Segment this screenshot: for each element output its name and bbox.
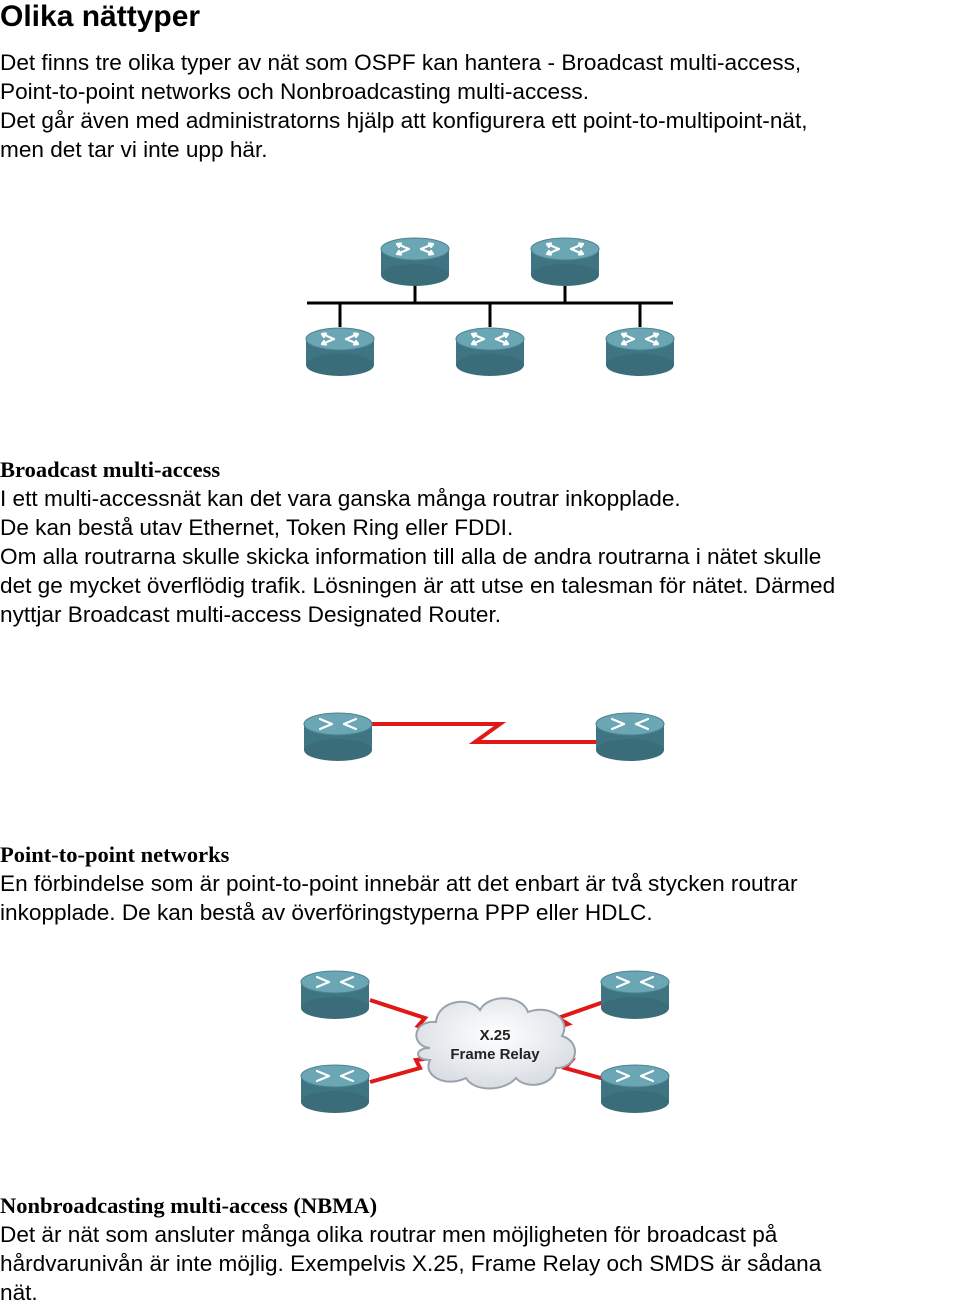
p2p-line: En förbindelse som är point-to-point inn… [0, 871, 798, 896]
intro-line: Det går även med administratorns hjälp a… [0, 108, 808, 133]
router-icon [529, 236, 601, 288]
intro-line: Det finns tre olika typer av nät som OSP… [0, 50, 802, 75]
broadcast-line: Om alla routrarna skulle skicka informat… [0, 544, 822, 569]
router-icon [454, 326, 526, 378]
broadcast-network-diagram [304, 236, 676, 378]
broadcast-heading: Broadcast multi-access [0, 457, 221, 482]
broadcast-line: det ge mycket överflödig trafik. Lösning… [0, 573, 836, 598]
router-icon [379, 236, 451, 288]
router-icon [594, 711, 666, 763]
cloud-label-frame-relay: Frame Relay [450, 1046, 540, 1063]
broadcast-paragraph: I ett multi-accessnät kan det vara gansk… [0, 484, 960, 629]
nbma-cloud-diagram: X.25 Frame Relay [299, 969, 671, 1115]
p2p-heading: Point-to-point networks [0, 842, 230, 867]
router-icon [302, 711, 374, 763]
nbma-heading: Nonbroadcasting multi-access (NBMA) [0, 1193, 378, 1218]
nbma-paragraph: Det är nät som ansluter många olika rout… [0, 1220, 960, 1307]
p2p-paragraph: En förbindelse som är point-to-point inn… [0, 869, 960, 927]
point-to-point-diagram [302, 711, 666, 763]
router-icon [599, 1063, 671, 1115]
serial-link [360, 722, 615, 744]
page-title: Olika nättyper [0, 0, 201, 33]
intro-paragraph: Det finns tre olika typer av nät som OSP… [0, 48, 960, 164]
broadcast-line: I ett multi-accessnät kan det vara gansk… [0, 486, 681, 511]
router-icon [299, 1063, 371, 1115]
router-icon [599, 969, 671, 1021]
router-icon [604, 326, 676, 378]
intro-line: Point-to-point networks och Nonbroadcast… [0, 79, 589, 104]
intro-line: men det tar vi inte upp här. [0, 137, 268, 162]
nbma-line: nät. [0, 1280, 38, 1305]
p2p-line: inkopplade. De kan bestå av överföringst… [0, 900, 653, 925]
cloud-label-x25: X.25 [480, 1027, 511, 1044]
broadcast-line: nyttjar Broadcast multi-access Designate… [0, 602, 502, 627]
nbma-line: hårdvarunivån är inte möjlig. Exempelvis… [0, 1251, 822, 1276]
cloud-icon [415, 997, 576, 1090]
nbma-line: Det är nät som ansluter många olika rout… [0, 1222, 778, 1247]
router-icon [304, 326, 376, 378]
broadcast-line: De kan bestå utav Ethernet, Token Ring e… [0, 515, 514, 540]
router-icon [299, 969, 371, 1021]
